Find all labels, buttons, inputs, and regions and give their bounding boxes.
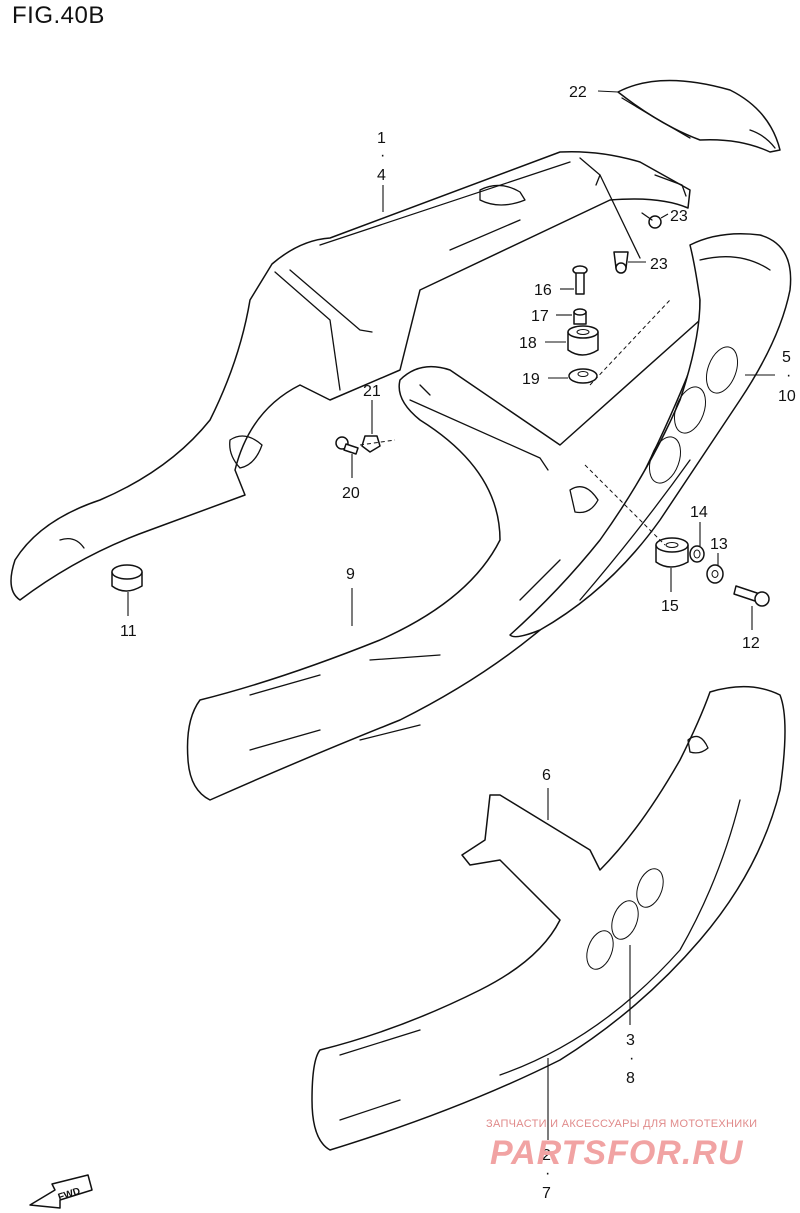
- tail-cover-part[interactable]: [617, 79, 781, 153]
- assembly-line-2: [589, 299, 671, 386]
- callout-20: 20: [342, 485, 360, 502]
- assembly-line-3: [359, 439, 396, 446]
- callout-14: 14: [690, 504, 708, 521]
- callout-21: 21: [363, 383, 381, 400]
- grommet-18[interactable]: [567, 325, 599, 356]
- callout-5: 5: [782, 349, 791, 366]
- nut-21[interactable]: [361, 435, 381, 453]
- collar-17[interactable]: [573, 308, 587, 325]
- svg-text:·: ·: [545, 1165, 550, 1182]
- screw-23-lower[interactable]: [613, 251, 629, 274]
- watermark-tagline: ЗАПЧАСТИ И АКСЕССУАРЫ ДЛЯ МОТОТЕХНИКИ: [486, 1118, 758, 1130]
- bolt-16[interactable]: [572, 265, 588, 295]
- seat-tail-cover-part[interactable]: [10, 150, 691, 601]
- svg-text:·: ·: [380, 147, 385, 164]
- screw-20[interactable]: [335, 436, 359, 455]
- svg-text:·: ·: [629, 1050, 634, 1067]
- callout-8: 8: [626, 1070, 635, 1087]
- grommet-11[interactable]: [111, 564, 143, 592]
- washer-13[interactable]: [706, 564, 724, 584]
- callout-3: 3: [626, 1032, 635, 1049]
- screw-23-upper[interactable]: [641, 212, 662, 229]
- callout-4: 4: [377, 167, 386, 184]
- left-side-cover-part[interactable]: [311, 685, 786, 1151]
- svg-text:·: ·: [786, 367, 791, 384]
- leader-23-upper: [660, 213, 669, 219]
- washer-19[interactable]: [568, 368, 598, 384]
- callout-11: 11: [120, 623, 137, 640]
- callout-7: 7: [542, 1185, 551, 1202]
- callout-6: 6: [542, 767, 551, 784]
- callout-15: 15: [661, 598, 679, 615]
- callout-10: 10: [778, 388, 796, 405]
- callout-12: 12: [742, 635, 760, 652]
- callout-23-lower: 23: [650, 256, 668, 273]
- callout-22: 22: [569, 84, 587, 101]
- callout-1: 1: [377, 130, 386, 147]
- bolt-12[interactable]: [733, 585, 770, 607]
- callout-2: 2: [542, 1147, 551, 1164]
- collar-14[interactable]: [689, 545, 705, 563]
- callout-23-upper: 23: [670, 208, 688, 225]
- callout-18: 18: [519, 335, 537, 352]
- grommet-15[interactable]: [655, 537, 689, 568]
- assembly-line-1: [584, 464, 666, 546]
- callout-13: 13: [710, 536, 728, 553]
- callout-9: 9: [346, 566, 355, 583]
- callout-16: 16: [534, 282, 552, 299]
- fwd-arrow-icon: FWD: [29, 1174, 93, 1209]
- callout-19: 19: [522, 371, 540, 388]
- leader-22: [597, 90, 619, 93]
- center-frame-cover-part[interactable]: [186, 299, 711, 801]
- watermark-brand: PARTSFOR.RU: [490, 1134, 744, 1172]
- right-side-cover-part[interactable]: [509, 233, 792, 638]
- figure-title: FIG.40B: [12, 2, 105, 29]
- callout-17: 17: [531, 308, 549, 325]
